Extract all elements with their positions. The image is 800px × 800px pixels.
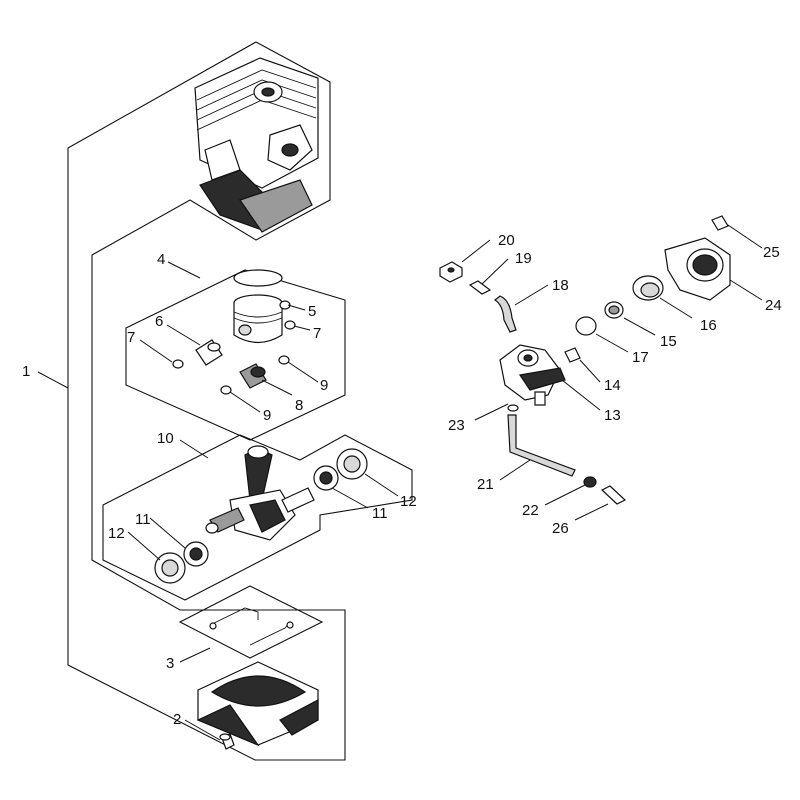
callout-5: 5 bbox=[308, 303, 316, 320]
crankcase-part bbox=[196, 661, 319, 747]
bushing-16-part bbox=[632, 275, 664, 301]
callout-3: 3 bbox=[166, 655, 174, 672]
screw-25-part bbox=[711, 215, 729, 231]
callout-24: 24 bbox=[765, 297, 782, 314]
callout-18: 18 bbox=[552, 277, 569, 294]
callout-26: 26 bbox=[552, 520, 569, 537]
callout-13: 13 bbox=[604, 407, 621, 424]
leader-lines bbox=[37, 224, 763, 741]
cover-24-part bbox=[664, 237, 731, 301]
seal-22-part bbox=[583, 476, 597, 488]
callout-8: 8 bbox=[295, 397, 303, 414]
callout-1: 1 bbox=[22, 363, 30, 380]
callout-15: 15 bbox=[660, 333, 677, 350]
callout-12-left: 12 bbox=[108, 525, 125, 542]
clip-9-right-part bbox=[278, 355, 290, 365]
callout-10: 10 bbox=[157, 430, 174, 447]
frame-assembly bbox=[67, 41, 346, 761]
callout-23: 23 bbox=[448, 417, 465, 434]
bearing-11-left-part bbox=[183, 541, 209, 567]
washer-17-part bbox=[575, 316, 597, 336]
callout-22: 22 bbox=[522, 502, 539, 519]
callout-9-bottom: 9 bbox=[263, 407, 271, 424]
tube-21-part bbox=[507, 414, 576, 477]
needle-bearing-part bbox=[239, 363, 267, 389]
callout-16: 16 bbox=[700, 317, 717, 334]
cylinder-part bbox=[194, 57, 319, 233]
callout-11-right: 11 bbox=[372, 505, 388, 522]
spring-15-part bbox=[604, 301, 624, 319]
crankshaft-part bbox=[205, 445, 315, 541]
callout-14: 14 bbox=[604, 377, 621, 394]
group-frames bbox=[67, 41, 413, 761]
nipple-19-part bbox=[468, 280, 492, 295]
oring-23-part bbox=[507, 404, 519, 412]
callout-7-left: 7 bbox=[127, 329, 135, 346]
valve-26-part bbox=[600, 485, 627, 505]
callout-12-right: 12 bbox=[400, 493, 417, 510]
hose-18-part bbox=[493, 295, 517, 333]
callout-9-right: 9 bbox=[320, 377, 328, 394]
clip-9-bottom-part bbox=[220, 385, 232, 395]
bearing-11-right-part bbox=[313, 465, 339, 491]
callout-19: 19 bbox=[515, 250, 532, 267]
clip-7-left-part bbox=[172, 359, 184, 369]
seal-12-right-part bbox=[336, 448, 368, 480]
piston-part bbox=[233, 294, 283, 344]
piston-pin-part bbox=[195, 339, 223, 366]
callout-4: 4 bbox=[157, 251, 165, 268]
callout-17: 17 bbox=[632, 349, 649, 366]
seal-12-left-part bbox=[154, 552, 186, 584]
callout-11-left: 11 bbox=[135, 511, 151, 528]
frame-crankshaft-group bbox=[102, 434, 413, 601]
piston-ring-part bbox=[233, 269, 283, 287]
parts bbox=[154, 57, 731, 750]
callout-6: 6 bbox=[155, 313, 163, 330]
screw-14-part bbox=[564, 347, 581, 363]
callout-20: 20 bbox=[498, 232, 515, 249]
callout-labels: 1 2 3 4 5 6 7 7 8 9 9 10 11 11 12 12 13 … bbox=[22, 232, 782, 728]
clip-7-right-part bbox=[284, 320, 296, 330]
frame-gasket-group bbox=[178, 585, 324, 659]
callout-2: 2 bbox=[173, 711, 181, 728]
gasket-part bbox=[209, 607, 294, 646]
frame-piston-group bbox=[125, 269, 346, 441]
callout-21: 21 bbox=[477, 476, 494, 493]
oil-pump-part bbox=[499, 344, 566, 406]
screw-2-part bbox=[219, 733, 235, 750]
clip-5-part bbox=[279, 300, 291, 310]
nut-20-part bbox=[439, 261, 463, 283]
callout-7-right: 7 bbox=[313, 325, 321, 342]
callout-25: 25 bbox=[763, 244, 780, 261]
